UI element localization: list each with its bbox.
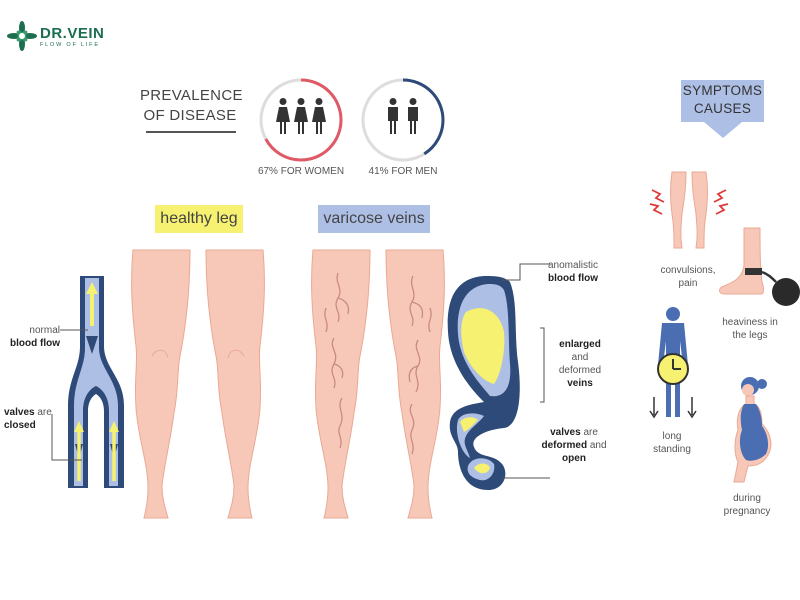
varicose-right-leg <box>385 249 445 519</box>
pregnancy-line2: pregnancy <box>723 506 771 517</box>
brand-tagline: FLOW OF LIFE <box>40 42 100 48</box>
convulsions-line1: convulsions, <box>660 265 716 276</box>
pooled-blood-middle <box>460 417 478 432</box>
healthy-right-leg <box>205 249 265 519</box>
pregnant-woman-dress <box>739 404 769 461</box>
open-word: open <box>562 453 586 464</box>
ball-and-chain-icon <box>772 278 800 306</box>
pooled-blood-bottom <box>474 463 490 474</box>
men-figures-icon <box>388 98 418 134</box>
convulsions-label: convulsions, pain <box>648 264 728 290</box>
healthy-label-pointers <box>51 329 88 461</box>
valve-closed-upper <box>86 336 98 354</box>
convulsions-pain-illustration <box>649 171 729 249</box>
men-prevalence-ring <box>361 78 445 162</box>
varicose-veins-tag: varicose veins <box>318 205 430 233</box>
pooled-blood-upper <box>461 308 505 384</box>
valves-deformed-open-label: valves are deformed and open <box>528 426 620 465</box>
veins-word: veins <box>567 378 593 389</box>
pain-leg-right <box>691 171 708 249</box>
anomalistic-blood-flow-label: anomalistic blood flow <box>548 259 618 285</box>
valves-word-2: valves <box>550 427 581 438</box>
symptoms-causes-banner: SYMPTOMS CAUSES <box>681 80 764 122</box>
women-prevalence-ring <box>259 78 343 162</box>
chain-icon <box>761 270 777 283</box>
pregnancy-line1: during <box>733 493 761 504</box>
varicose-legs-illustration <box>311 249 445 519</box>
deformed-word: deformed <box>558 365 602 376</box>
varicose-label-pointers <box>502 263 550 479</box>
long-standing-label: long standing <box>640 430 704 456</box>
anomalistic-blood-flow-word: blood flow <box>548 273 598 284</box>
flow-arrowhead-left <box>74 421 84 432</box>
prevalence-title: PREVALENCE OF DISEASE <box>140 86 243 126</box>
prevalence-divider <box>146 131 236 133</box>
heaviness-line1: heaviness in <box>722 317 778 328</box>
healthy-left-leg <box>131 249 191 519</box>
deformed-word-2: deformed <box>541 440 588 451</box>
symptoms-title: SYMPTOMS <box>682 83 763 98</box>
enlarged-word: enlarged <box>559 339 601 350</box>
normal-word: normal <box>29 325 60 336</box>
long-standing-illustration <box>649 307 697 419</box>
convulsions-line2: pain <box>678 278 698 289</box>
anomalistic-word: anomalistic <box>548 260 599 271</box>
varicose-vein-lines <box>324 272 432 455</box>
standing-line2: standing <box>653 444 691 455</box>
brand-name[interactable]: DR.VEIN <box>40 25 105 42</box>
pain-spark-icon <box>649 189 729 215</box>
heaviness-line2: the legs <box>732 330 768 341</box>
women-figures-icon <box>276 98 326 134</box>
prevalence-title-line1: PREVALENCE <box>140 87 243 104</box>
men-ring-arc <box>361 78 445 162</box>
valves-word: valves <box>4 407 35 418</box>
are-word-2: are <box>583 427 598 438</box>
dr-vein-logo-icon[interactable] <box>6 20 38 52</box>
blood-flow-word: blood flow <box>10 338 60 349</box>
pain-leg-left <box>670 171 687 249</box>
valves-closed-label: valves are closed <box>4 406 74 432</box>
symptoms-banner-arrow <box>704 122 742 138</box>
healthy-leg-tag: healthy leg <box>155 205 243 233</box>
shackle-icon <box>745 268 762 275</box>
women-ring-arc <box>259 78 343 162</box>
pregnancy-illustration <box>733 377 772 483</box>
normal-blood-flow-label: normal blood flow <box>2 324 60 350</box>
healthy-legs-illustration <box>131 249 265 519</box>
down-arrow-right-icon <box>687 397 697 419</box>
women-percent-label: 67% FOR WOMEN <box>257 166 345 177</box>
standing-line1: long <box>662 431 682 442</box>
and-word: and <box>571 352 589 363</box>
heavy-leg <box>719 227 764 295</box>
men-percent-label: 41% FOR MEN <box>368 166 438 177</box>
varicose-left-leg <box>311 249 371 519</box>
enlarged-deformed-veins-label: enlarged and deformed veins <box>550 338 610 390</box>
causes-title: CAUSES <box>693 101 752 116</box>
varicose-vein-diagram <box>447 276 520 490</box>
prevalence-title-line2: OF DISEASE <box>143 107 237 124</box>
down-arrow-left-icon <box>649 397 659 419</box>
and-word-2: and <box>589 440 607 451</box>
flow-arrowhead-right <box>109 421 119 432</box>
pregnancy-label: during pregnancy <box>712 492 782 518</box>
heaviness-illustration <box>719 227 800 306</box>
closed-word: closed <box>4 420 36 431</box>
are-word: are <box>37 407 52 418</box>
heaviness-label: heaviness in the legs <box>710 316 790 342</box>
flow-arrowhead-upper <box>86 282 98 294</box>
